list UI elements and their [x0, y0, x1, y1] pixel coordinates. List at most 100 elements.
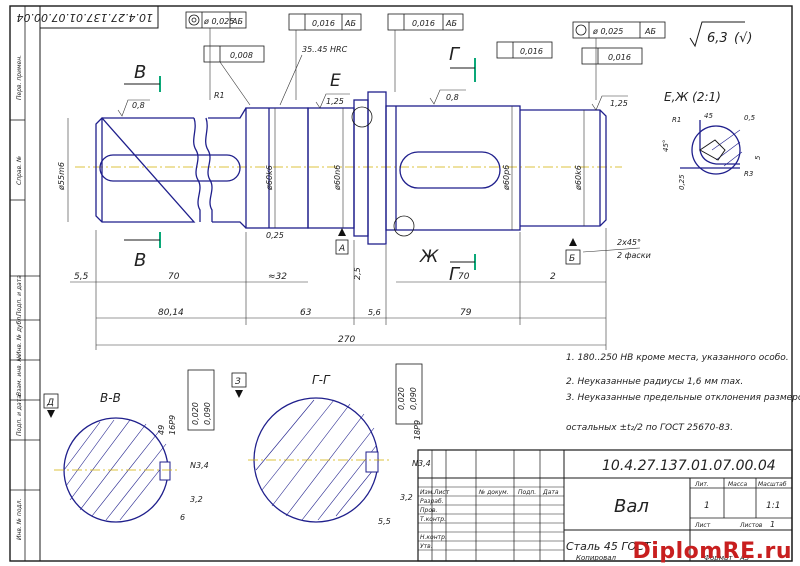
- svg-text:1,25: 1,25: [326, 97, 344, 106]
- svg-text:З: З: [235, 377, 241, 387]
- section-marker-b-top: В: [124, 62, 161, 92]
- detail-marker-e: Е: [330, 71, 341, 91]
- fcf-3: 0,016 АБ: [387, 13, 464, 31]
- svg-text:№ докум.: № докум.: [478, 489, 509, 496]
- fcf-6: ø 0,025 АБ: [572, 21, 666, 39]
- svg-text:Листов: Листов: [739, 522, 763, 529]
- svg-text:N3,4: N3,4: [190, 461, 209, 470]
- svg-text:Разраб.: Разраб.: [420, 498, 444, 505]
- strip-perv: Перв. примен.: [16, 55, 23, 100]
- section-marker-g-top: Г: [449, 44, 476, 82]
- fcf-1: ø 0,025 АБ: [185, 11, 247, 29]
- svg-text:АБ: АБ: [231, 17, 243, 26]
- svg-text:В: В: [134, 250, 146, 271]
- strip-podp2: Подп. и дата: [16, 395, 23, 436]
- svg-text:АБ: АБ: [644, 27, 656, 36]
- svg-text:0,016: 0,016: [312, 19, 335, 28]
- svg-text:45°: 45°: [662, 140, 670, 152]
- fcf-4: 0,008: [203, 45, 265, 63]
- svg-text:16P9: 16P9: [168, 415, 177, 435]
- chamfer-note: 2 фаски: [617, 251, 651, 260]
- svg-text:0,090: 0,090: [409, 387, 418, 410]
- svg-text:49: 49: [157, 425, 166, 435]
- section-bb: В-В Д 16P9 49 0,020 0,090 N3,4 3,2 6: [43, 369, 215, 523]
- svg-text:70: 70: [168, 272, 180, 282]
- svg-text:Т.контр.: Т.контр.: [420, 516, 446, 523]
- detail-marker-zh: Ж: [419, 247, 439, 267]
- chamfer: 2х45°: [617, 238, 641, 247]
- svg-text:Г: Г: [449, 264, 461, 285]
- svg-text:0,5: 0,5: [744, 114, 756, 122]
- svg-text:79: 79: [460, 308, 472, 318]
- svg-text:3. Неуказанные предельные откл: 3. Неуказанные предельные отклонения раз…: [566, 393, 800, 403]
- svg-text:ø60k6: ø60k6: [265, 165, 274, 191]
- svg-text:Лит.: Лит.: [694, 481, 709, 488]
- svg-text:18P9: 18P9: [413, 420, 422, 440]
- svg-text:≈32: ≈32: [268, 272, 287, 282]
- svg-text:В: В: [134, 62, 146, 83]
- svg-text:N3,4: N3,4: [412, 459, 431, 468]
- svg-text:ø60n6: ø60n6: [333, 165, 342, 191]
- title-designation: 10.4.27.137.01.07.00.04: [602, 458, 776, 474]
- svg-text:ø 0,025: ø 0,025: [592, 27, 623, 36]
- svg-text:0,8: 0,8: [132, 101, 145, 110]
- svg-text:1:1: 1:1: [766, 501, 780, 511]
- svg-text:5,5: 5,5: [378, 517, 391, 526]
- svg-text:0,016: 0,016: [520, 47, 543, 56]
- fcf-2: 0,016 АБ: [288, 13, 362, 31]
- svg-text:Подп.: Подп.: [518, 489, 536, 496]
- svg-text:Масштаб: Масштаб: [758, 481, 787, 488]
- svg-text:6: 6: [180, 513, 185, 522]
- svg-text:0,020: 0,020: [191, 402, 200, 425]
- svg-text:5,5: 5,5: [74, 272, 89, 282]
- technical-notes: 1. 180..250 HB кроме места, указанного о…: [566, 353, 800, 433]
- fcf-7: 0,016: [581, 47, 643, 65]
- svg-text:Б: Б: [569, 254, 575, 264]
- datum-a: А: [335, 228, 349, 255]
- svg-text:В-В: В-В: [100, 391, 121, 405]
- shaft-main-view: [75, 91, 622, 245]
- svg-text:Н.контр.: Н.контр.: [420, 534, 447, 541]
- svg-text:Изм.: Изм.: [420, 489, 434, 496]
- strip-sprav: Справ. №: [16, 156, 23, 185]
- svg-text:2: 2: [550, 272, 556, 282]
- svg-text:А3: А3: [739, 554, 749, 562]
- svg-text:0,090: 0,090: [203, 402, 212, 425]
- roughness-marks: 0,8 1,25 0,8 1,25 R1: [117, 89, 628, 117]
- svg-text:ø60p6: ø60p6: [502, 165, 511, 191]
- strip-podl: Инв. № подл.: [16, 499, 23, 540]
- svg-text:R1: R1: [214, 91, 225, 100]
- strip-podp1: Подп. и дата: [16, 275, 23, 316]
- designation-rotated: 10.4.27.137.01.07.00.04: [17, 11, 153, 24]
- svg-text:АБ: АБ: [344, 19, 356, 28]
- title-block: 10.4.27.137.01.07.00.04 Вал Сталь 45 ГОС…: [417, 449, 793, 562]
- groove-025: 0,25: [266, 231, 284, 240]
- datum-b: Б: [565, 238, 581, 265]
- svg-text:1,25: 1,25: [610, 99, 628, 108]
- svg-text:45: 45: [704, 112, 713, 120]
- section-marker-b-bottom: В: [124, 232, 161, 271]
- svg-text:3,2: 3,2: [400, 493, 413, 502]
- section-marker-g-bottom: Г: [449, 254, 476, 285]
- svg-text:А: А: [338, 244, 345, 254]
- strip-vzam: Взам. инв. №: [16, 355, 23, 396]
- svg-text:ø60k6: ø60k6: [574, 165, 583, 191]
- svg-text:Масса: Масса: [728, 481, 747, 488]
- strip-dubl: Инв. № дубл.: [16, 315, 23, 356]
- svg-text:5: 5: [754, 155, 762, 160]
- detail-view: Е,Ж (2:1) R1 45 0,5 45° 0,25 R3 5: [662, 90, 762, 190]
- svg-text:63: 63: [300, 308, 312, 318]
- svg-text:1: 1: [770, 520, 775, 529]
- svg-text:70: 70: [458, 272, 470, 282]
- svg-text:0,016: 0,016: [412, 19, 435, 28]
- svg-text:остальных ±t₂/2 по ГОСТ 25670-: остальных ±t₂/2 по ГОСТ 25670-83.: [566, 423, 733, 433]
- svg-text:Формат: Формат: [704, 554, 733, 562]
- svg-text:ø55m6: ø55m6: [57, 162, 66, 191]
- svg-text:Утв.: Утв.: [420, 543, 433, 550]
- svg-text:АБ: АБ: [445, 19, 457, 28]
- svg-text:1. 180..250 HB кроме места, ук: 1. 180..250 HB кроме места, указанного о…: [566, 353, 789, 363]
- hardness-note: 35..45 HRC: [302, 45, 348, 54]
- svg-text:0,8: 0,8: [446, 93, 459, 102]
- svg-text:R1: R1: [672, 116, 681, 124]
